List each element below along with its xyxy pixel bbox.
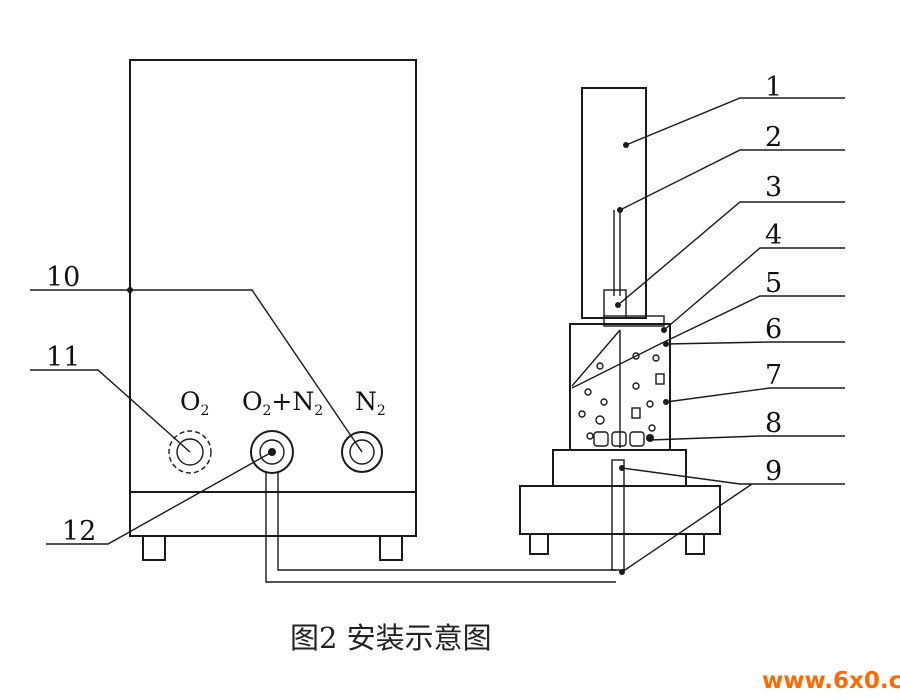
port-o2-n2 (250, 430, 294, 474)
leader-6 (665, 341, 845, 345)
label-10: 10 (46, 262, 80, 293)
leader-12 (46, 451, 273, 545)
leader-5 (571, 295, 845, 389)
inlet-tube (611, 459, 625, 571)
chamber-lid (603, 315, 665, 327)
leader-9b (621, 483, 753, 573)
cabinet-foot-right (379, 535, 403, 561)
label-7: 7 (765, 360, 782, 391)
sample-holder (603, 289, 627, 319)
packing-pellets (578, 352, 665, 447)
watermark: www.6x0.cn (762, 668, 900, 694)
label-o2: O2 (180, 387, 209, 419)
port-o2 (168, 430, 212, 474)
leader-11 (30, 369, 191, 453)
port-n2 (341, 431, 383, 473)
label-4: 4 (765, 220, 782, 251)
port-o2-inner (176, 438, 204, 466)
label-8: 8 (765, 408, 782, 439)
base-foot-right (685, 533, 705, 555)
port-o2-n2-inner (259, 439, 285, 465)
label-6: 6 (765, 314, 782, 345)
leader-8 (649, 435, 845, 441)
cabinet-foot-left (142, 535, 166, 561)
label-2: 2 (765, 122, 782, 153)
label-3: 3 (765, 172, 782, 203)
label-5: 5 (765, 268, 782, 299)
cabinet-body (129, 59, 417, 537)
label-11: 11 (46, 342, 80, 373)
chamber-diagonal (571, 329, 621, 387)
figure-caption: 图2 安装示意图 (290, 621, 492, 655)
upper-tube (581, 87, 647, 319)
gas-cabinet (129, 59, 417, 561)
gas-pipe (265, 473, 616, 583)
leader-7 (665, 387, 845, 403)
leader-4 (663, 247, 845, 331)
leader-2 (619, 149, 845, 211)
leader-3 (617, 201, 845, 306)
leader-1 (625, 97, 845, 146)
furnace-chamber (569, 323, 671, 451)
furnace-assembly (519, 87, 721, 571)
label-1: 1 (765, 72, 782, 103)
port-n2-inner (349, 439, 375, 465)
label-n2: N2 (355, 387, 386, 419)
label-9: 9 (765, 456, 782, 487)
leader-10 (30, 289, 363, 453)
base-foot-left (529, 533, 549, 555)
leader-9 (621, 467, 845, 485)
leader-lines (30, 97, 845, 575)
label-o2-n2: O2+N2 (242, 387, 323, 419)
label-12: 12 (62, 516, 96, 547)
